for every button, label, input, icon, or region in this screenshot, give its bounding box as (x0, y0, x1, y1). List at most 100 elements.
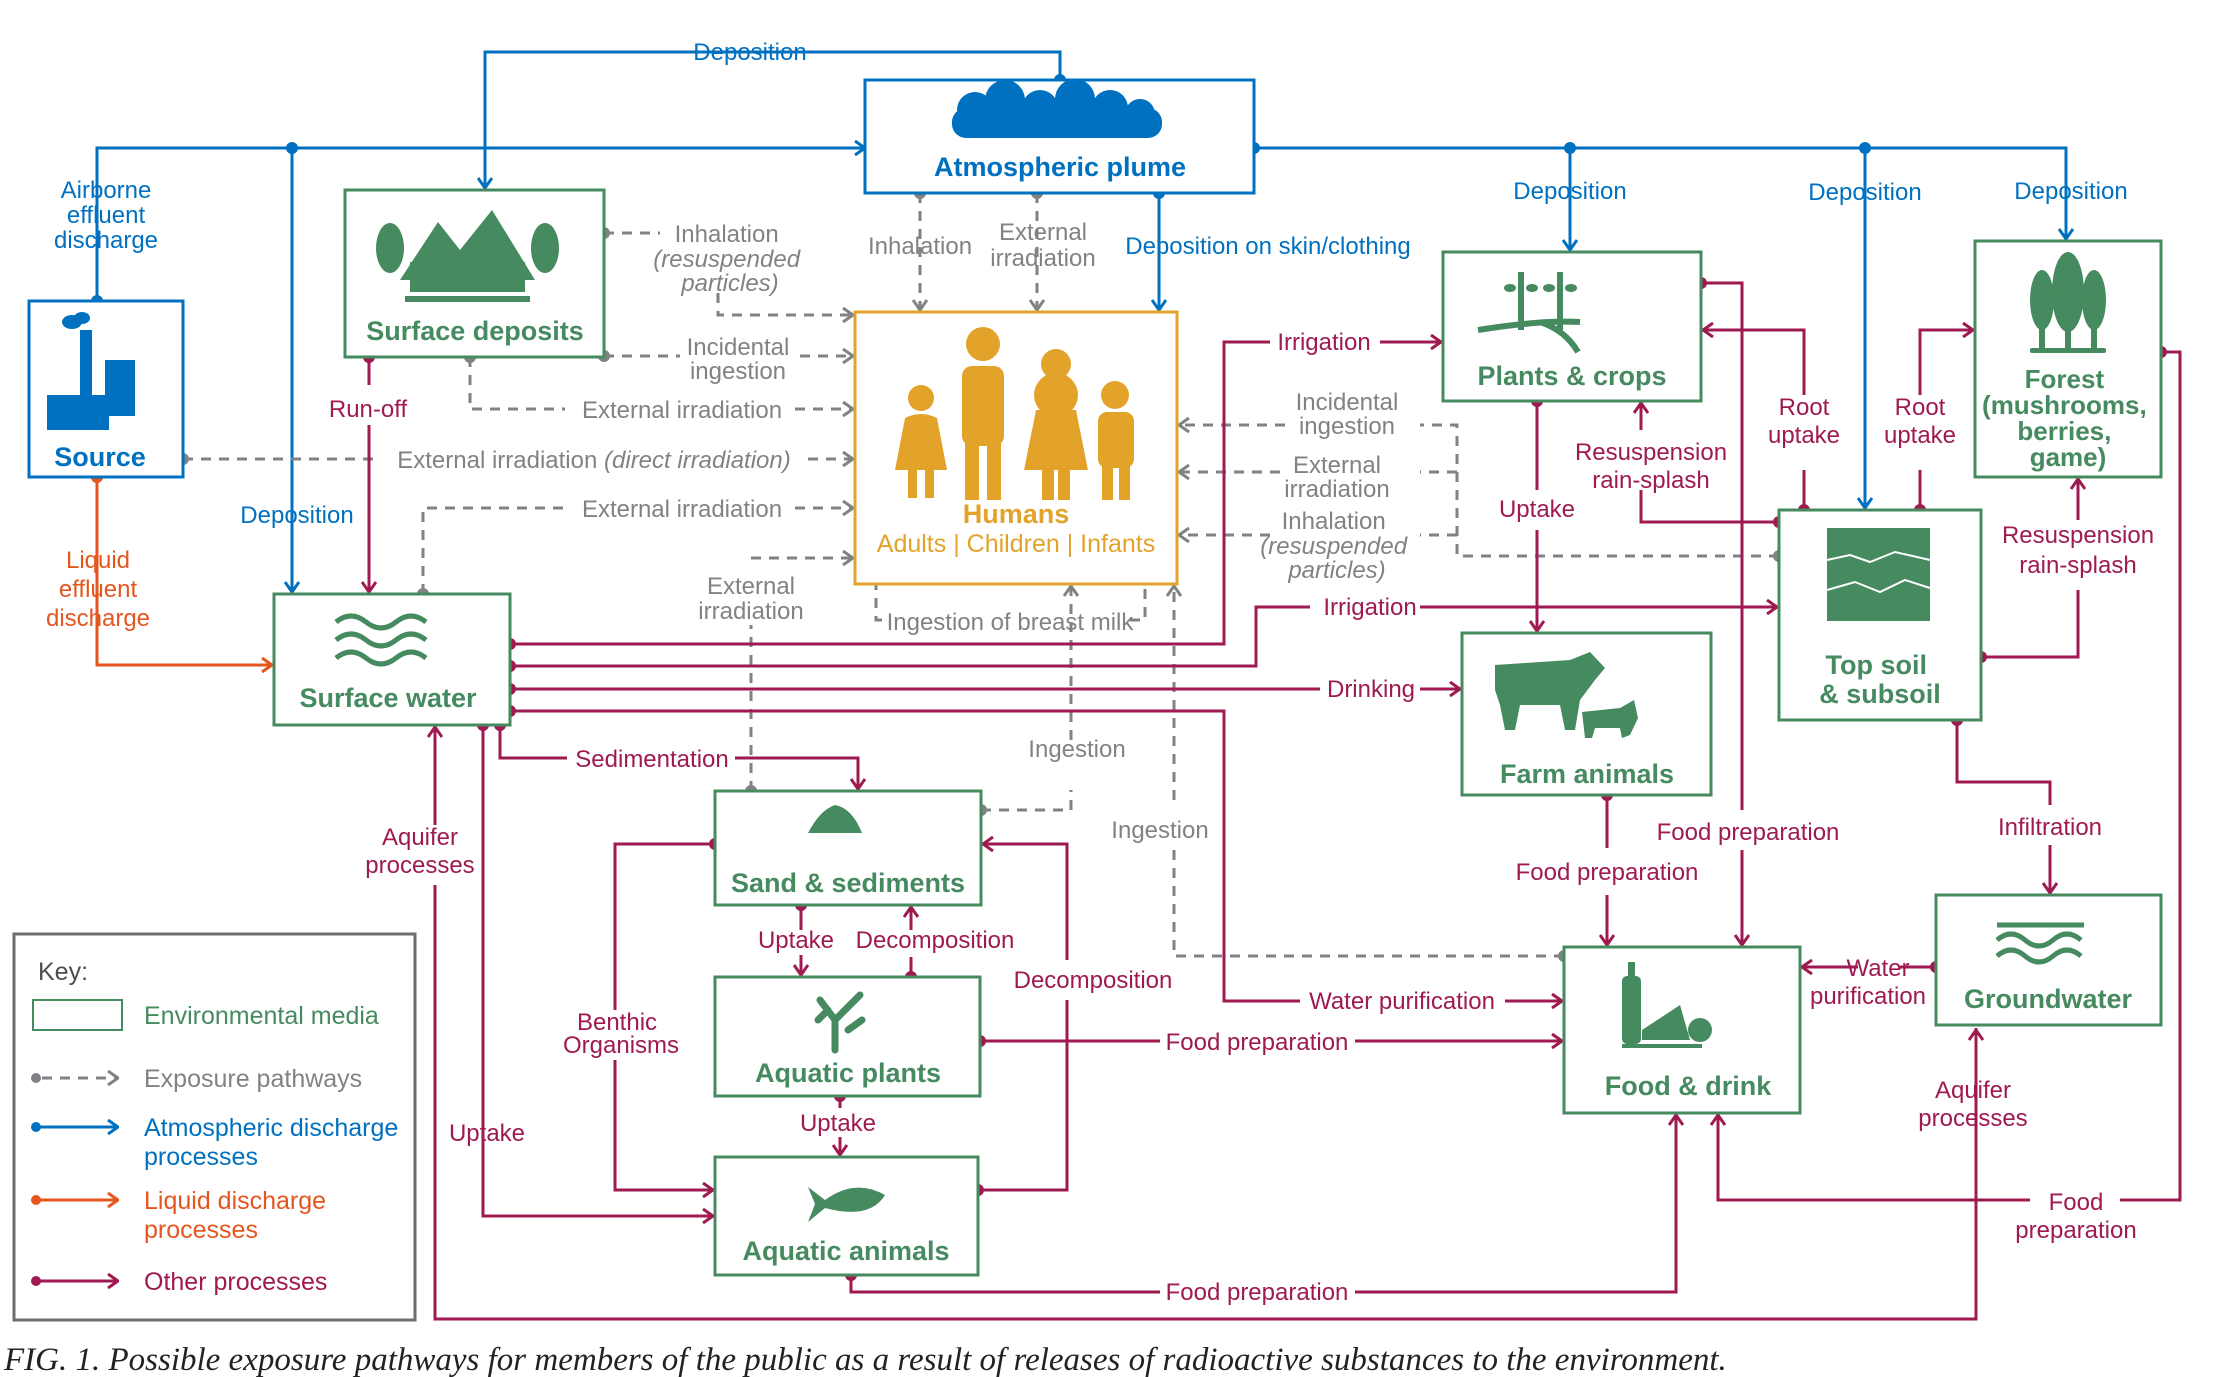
deposits-extirr-line (468, 357, 853, 409)
legend-media-symbol (32, 999, 123, 1031)
label-soil-inhalation: Inhalation (resuspended particles) (1260, 508, 1413, 584)
label-uptake-plants: Uptake (1499, 496, 1575, 523)
airborne-discharge-line (95, 148, 865, 301)
decomp-animals-line (978, 844, 1069, 1192)
food-prep-plants-line (1701, 281, 1742, 945)
deposition-top-line (485, 50, 1062, 188)
aquifer-sw-line (435, 727, 1978, 1321)
node-aquatic-animals: Aquatic animals (713, 1155, 980, 1277)
sediment-pile-icon (808, 805, 862, 833)
label-deposits-inhalation: Inhalation (resuspended particles) (653, 221, 806, 297)
groundwater-label: Groundwater (1964, 984, 2133, 1014)
label-deposition-top: Deposition (693, 39, 806, 66)
soil-incidental-line (1179, 425, 1779, 558)
water-purification-line (510, 709, 1562, 1001)
label-irrigation-plants: Irrigation (1277, 329, 1370, 356)
label-decomp-animals: Decomposition (1014, 967, 1173, 994)
node-top-soil: Top soil & subsoil (1777, 508, 1983, 722)
forest-label: Forest (mushrooms, berries, game) (1982, 364, 2154, 472)
figure-caption: FIG. 1. Possible exposure pathways for m… (3, 1342, 1727, 1377)
deposits-inhalation-line (604, 231, 853, 315)
trees-icon (2030, 252, 2106, 353)
sed-extirr-line (749, 558, 853, 791)
sprout-icon (1477, 272, 1581, 354)
node-plants-crops: Plants & crops (1441, 250, 1703, 403)
label-food-prep-farm: Food preparation (1516, 859, 1699, 886)
label-deposition-skin: Deposition on skin/clothing (1125, 233, 1411, 260)
sand-sediments-label: Sand & sediments (731, 868, 965, 898)
label-runoff: Run-off (329, 396, 408, 423)
factory-icon (47, 312, 135, 430)
label-water-purification: Water purification (1309, 988, 1495, 1015)
food-drink-label: Food & drink (1605, 1071, 1772, 1101)
plants-crops-label: Plants & crops (1477, 361, 1666, 391)
humans-adults: Adults (877, 530, 946, 558)
resusp-plants-line (1641, 403, 1779, 524)
sedimentation-line (498, 725, 858, 789)
humans-label: Humans (963, 499, 1070, 529)
irrigation-plants-line (510, 342, 1441, 646)
label-uptake-sw: Uptake (449, 1120, 525, 1147)
label-water-extirr: External irradiation (582, 496, 782, 523)
farm-animals-label: Farm animals (1500, 759, 1674, 789)
liquid-discharge-line (95, 477, 272, 665)
humans-sublabel: Adults | Children | Infants (877, 530, 1155, 558)
waves-icon (334, 613, 428, 667)
node-source: Source (27, 299, 185, 479)
node-aquatic-plants: Aquatic plants (713, 975, 982, 1098)
node-surface-deposits: Surface deposits (343, 188, 606, 359)
root-uptake-b-line (1918, 330, 1973, 510)
node-sand-sediments: Sand & sediments (713, 789, 983, 907)
label-food-prep-aqplants: Food preparation (1166, 1029, 1349, 1056)
label-deposition-left: Deposition (240, 502, 353, 529)
label-drinking: Drinking (1327, 676, 1415, 703)
groundwater-icon (1995, 922, 2084, 965)
label-deposition-plants: Deposition (1513, 178, 1626, 205)
uptake-sw-line (481, 725, 713, 1216)
root-uptake-a-line (1703, 330, 1806, 510)
label-deposition-soil: Deposition (1808, 179, 1921, 206)
node-humans: Humans Adults | Children | Infants (853, 310, 1179, 586)
family-icon (895, 327, 1134, 500)
cow-pig-icon (1495, 652, 1638, 738)
legend: Key: Environmental media Exposure pathwa… (12, 932, 417, 1322)
label-ingestion-food: Ingestion (1111, 817, 1208, 844)
label-decomp-plants: Decomposition (856, 927, 1015, 954)
soil-layers-icon (1826, 528, 1931, 621)
label-deposits-extirr: External irradiation (582, 397, 782, 424)
irrigation-soil-line (510, 607, 1777, 668)
legend-exposure-label: Exposure pathways (144, 1065, 362, 1093)
surface-deposits-label: Surface deposits (366, 316, 584, 346)
house-icon (376, 210, 559, 302)
label-deposition-forest: Deposition (2014, 178, 2127, 205)
node-surface-water: Surface water (272, 592, 512, 727)
top-soil-label: Top soil & subsoil (1819, 650, 1941, 709)
benthic-line (613, 842, 715, 1190)
legend-other-label: Other processes (144, 1268, 327, 1296)
food-drink-icon (1622, 962, 1712, 1048)
source-label: Source (54, 442, 146, 472)
label-infiltration: Infiltration (1998, 814, 2102, 841)
aquatic-plants-label: Aquatic plants (755, 1058, 941, 1088)
aquatic-animals-label: Aquatic animals (742, 1236, 949, 1266)
label-uptake-aqplants: Uptake (800, 1110, 876, 1137)
connectors (95, 50, 2182, 1321)
label-food-prep-aqanimals: Food preparation (1166, 1279, 1349, 1306)
node-forest: Forest (mushrooms, berries, game) (1973, 239, 2163, 479)
fish-icon (808, 1187, 885, 1222)
label-food-prep-plants: Food preparation (1657, 819, 1840, 846)
